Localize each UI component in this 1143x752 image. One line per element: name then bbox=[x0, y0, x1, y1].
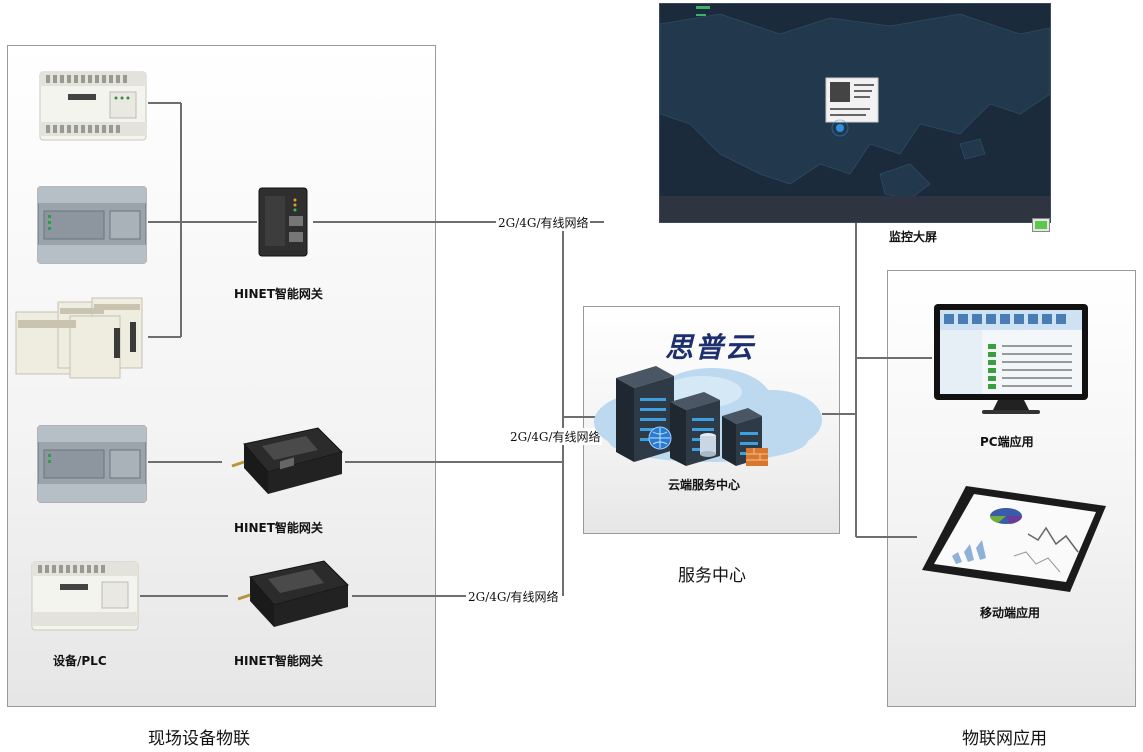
center-section-label: 服务中心 bbox=[678, 566, 746, 586]
plc-device-2 bbox=[36, 183, 148, 265]
gateway-device-3 bbox=[228, 555, 352, 633]
tablet-icon bbox=[918, 482, 1108, 594]
network-label-2: 2G/4G/有线网络 bbox=[509, 428, 602, 445]
network-label-3: 2G/4G/有线网络 bbox=[467, 588, 560, 605]
field-section-label: 现场设备物联 bbox=[148, 729, 250, 749]
cloud-server-icon bbox=[592, 362, 824, 472]
plc-device-3 bbox=[12, 292, 150, 382]
gateway-label-1: HINET智能网关 bbox=[234, 287, 323, 301]
monitor-label: 监控大屏 bbox=[889, 230, 938, 244]
gateway-device-2 bbox=[222, 422, 346, 500]
apps-section-label: 物联网应用 bbox=[962, 729, 1047, 749]
plc-device-5 bbox=[30, 556, 140, 636]
cloud-caption: 云端服务中心 bbox=[668, 478, 741, 492]
gateway-device-1 bbox=[255, 186, 315, 258]
pc-monitor-icon bbox=[932, 302, 1090, 418]
status-indicator-icon bbox=[1032, 218, 1050, 232]
gateway-label-3: HINET智能网关 bbox=[234, 654, 323, 668]
plc-device-4 bbox=[36, 422, 148, 504]
brand-logo: 思普云 bbox=[665, 331, 756, 364]
monitor-screen bbox=[659, 3, 1051, 223]
mobile-label: 移动端应用 bbox=[980, 606, 1041, 620]
pc-label: PC端应用 bbox=[980, 435, 1034, 449]
gateway-label-2: HINET智能网关 bbox=[234, 521, 323, 535]
plc-device-1 bbox=[38, 66, 148, 146]
plc-label: 设备/PLC bbox=[53, 654, 107, 668]
network-label-1: 2G/4G/有线网络 bbox=[497, 214, 590, 231]
